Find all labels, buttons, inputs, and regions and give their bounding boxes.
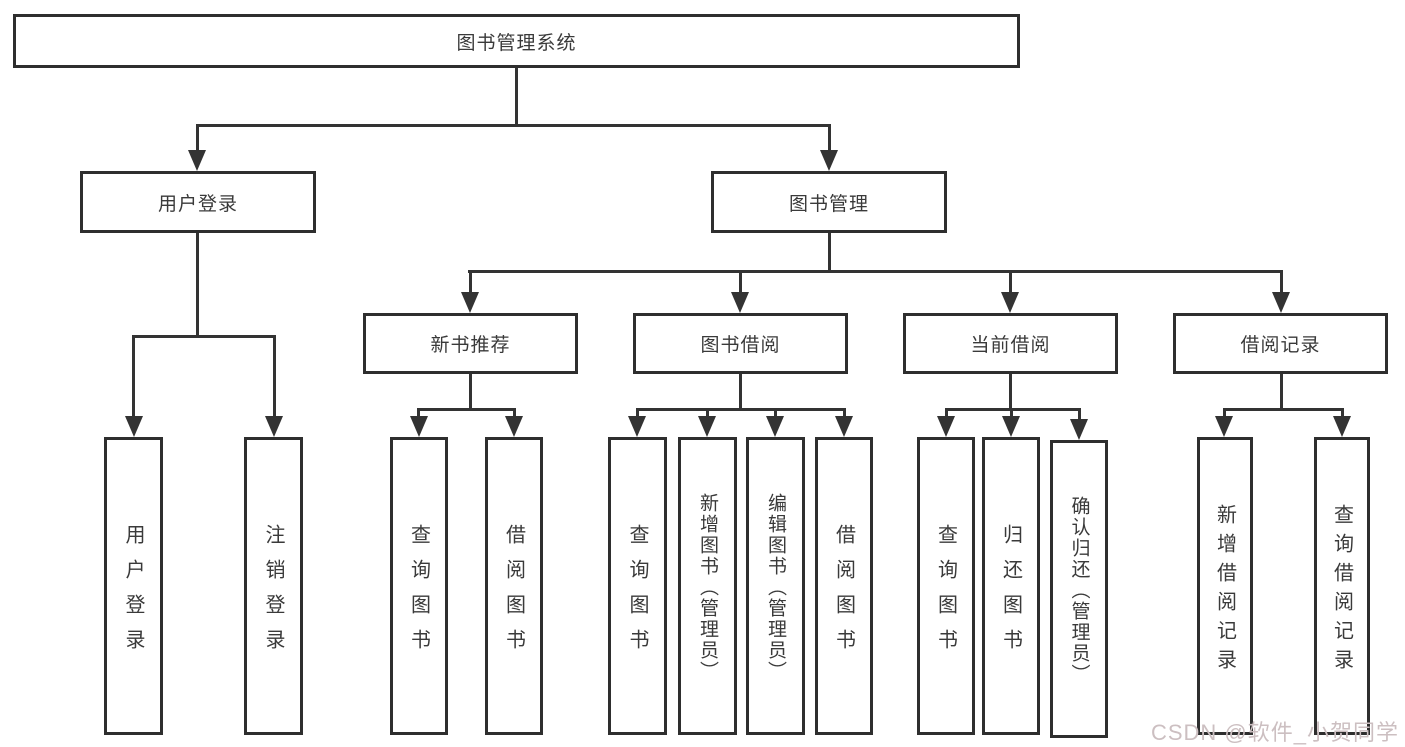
connector-newbook-drop <box>469 374 472 411</box>
connector-level3-rail <box>468 270 1283 273</box>
leaf-label: 编辑图书（管理员） <box>765 492 786 682</box>
arrow-down-icon <box>1001 292 1019 313</box>
connector-arrow-stem <box>1078 408 1081 422</box>
arrow-down-icon <box>731 292 749 313</box>
connector-arrow-stem <box>739 270 742 295</box>
leaf-borrow-books: 借阅图书 <box>485 437 543 735</box>
connector-arrow-stem <box>513 408 516 422</box>
connector-arrow-stem <box>1280 270 1283 295</box>
node-label: 图书管理系统 <box>456 32 577 54</box>
arrow-down-icon <box>125 416 143 437</box>
node-book-management: 图书管理 <box>711 171 947 233</box>
leaf-query-books: 查询图书 <box>390 437 448 735</box>
node-label: 图书借阅 <box>700 335 781 356</box>
leaf-return-books: 归还图书 <box>982 437 1040 735</box>
connector-arrow-stem <box>273 335 276 420</box>
node-label: 新书推荐 <box>430 335 511 356</box>
connector-arrow-stem <box>1341 408 1344 422</box>
leaf-label: 查询图书 <box>407 523 430 664</box>
connector-arrow-stem <box>843 408 846 422</box>
connector-arrow-stem <box>196 124 199 154</box>
node-root-library-system: 图书管理系统 <box>13 14 1020 68</box>
arrow-down-icon <box>820 150 838 171</box>
leaf-label: 查询借阅记录 <box>1330 503 1353 678</box>
connector-current-drop <box>1009 374 1012 411</box>
connector-borrow-drop <box>739 374 742 411</box>
arrow-down-icon <box>698 416 716 437</box>
node-current-borrowing: 当前借阅 <box>903 313 1118 374</box>
leaf-query-borrow-record: 查询借阅记录 <box>1314 437 1370 735</box>
arrow-down-icon <box>461 292 479 313</box>
node-label: 用户登录 <box>157 193 238 215</box>
leaf-label: 查询图书 <box>934 523 957 664</box>
connector-arrow-stem <box>774 408 777 422</box>
connector-arrow-stem <box>1009 270 1012 295</box>
arrow-down-icon <box>188 150 206 171</box>
leaf-label: 新增借阅记录 <box>1213 503 1236 678</box>
leaf-logout: 注销登录 <box>244 437 303 735</box>
connector-root-drop <box>515 68 518 126</box>
leaf-query-books: 查询图书 <box>917 437 975 735</box>
arrow-down-icon <box>1002 416 1020 437</box>
leaf-label: 确认归还（管理员） <box>1068 495 1090 685</box>
arrow-down-icon <box>410 416 428 437</box>
connector-arrow-stem <box>828 124 831 154</box>
connector-newbook-rail <box>417 408 516 411</box>
leaf-label: 归还图书 <box>999 523 1022 664</box>
leaf-label: 注销登录 <box>262 523 284 664</box>
connector-arrow-stem <box>706 408 709 422</box>
connector-arrow-stem <box>1010 408 1013 422</box>
arrow-down-icon <box>835 416 853 437</box>
node-borrowing-records: 借阅记录 <box>1173 313 1388 374</box>
connector-records-rail <box>1223 408 1343 411</box>
arrow-down-icon <box>1215 416 1233 437</box>
leaf-label: 用户登录 <box>122 523 144 664</box>
connector-level2-rail <box>196 124 831 127</box>
connector-arrow-stem <box>636 408 639 422</box>
leaf-label: 新增图书（管理员） <box>697 492 718 682</box>
connector-records-drop <box>1280 374 1283 411</box>
connector-arrow-stem <box>945 408 948 422</box>
leaf-add-borrow-record: 新增借阅记录 <box>1197 437 1253 735</box>
node-label: 图书管理 <box>788 193 869 215</box>
arrow-down-icon <box>1070 419 1088 440</box>
connector-borrow-rail <box>636 408 846 411</box>
leaf-borrow-books: 借阅图书 <box>815 437 873 735</box>
leaf-user-login: 用户登录 <box>104 437 163 735</box>
leaf-label: 查询图书 <box>626 523 648 664</box>
connector-arrow-stem <box>1223 408 1226 422</box>
leaf-confirm-return-admin: 确认归还（管理员） <box>1050 440 1108 738</box>
node-user-login: 用户登录 <box>80 171 316 233</box>
arrow-down-icon <box>265 416 283 437</box>
arrow-down-icon <box>628 416 646 437</box>
leaf-query-books: 查询图书 <box>608 437 667 735</box>
node-label: 当前借阅 <box>970 335 1051 356</box>
arrow-down-icon <box>505 416 523 437</box>
arrow-down-icon <box>937 416 955 437</box>
connector-arrow-stem <box>469 270 472 295</box>
arrow-down-icon <box>1333 416 1351 437</box>
leaf-label: 借阅图书 <box>832 523 855 664</box>
connector-arrow-stem <box>132 335 135 420</box>
leaf-label: 借阅图书 <box>502 523 525 664</box>
node-new-book-recommend: 新书推荐 <box>363 313 578 374</box>
arrow-down-icon <box>766 416 784 437</box>
arrow-down-icon <box>1272 292 1290 313</box>
connector-userlogin-rail <box>132 335 276 338</box>
connector-arrow-stem <box>417 408 420 422</box>
node-book-borrowing: 图书借阅 <box>633 313 848 374</box>
connector-bookmgmt-drop <box>828 233 831 273</box>
leaf-edit-books-admin: 编辑图书（管理员） <box>746 437 805 735</box>
leaf-add-books-admin: 新增图书（管理员） <box>678 437 737 735</box>
csdn-watermark: CSDN @软件_小贺同学 <box>1150 720 1399 745</box>
connector-userlogin-drop <box>196 233 199 338</box>
node-label: 借阅记录 <box>1240 335 1321 356</box>
